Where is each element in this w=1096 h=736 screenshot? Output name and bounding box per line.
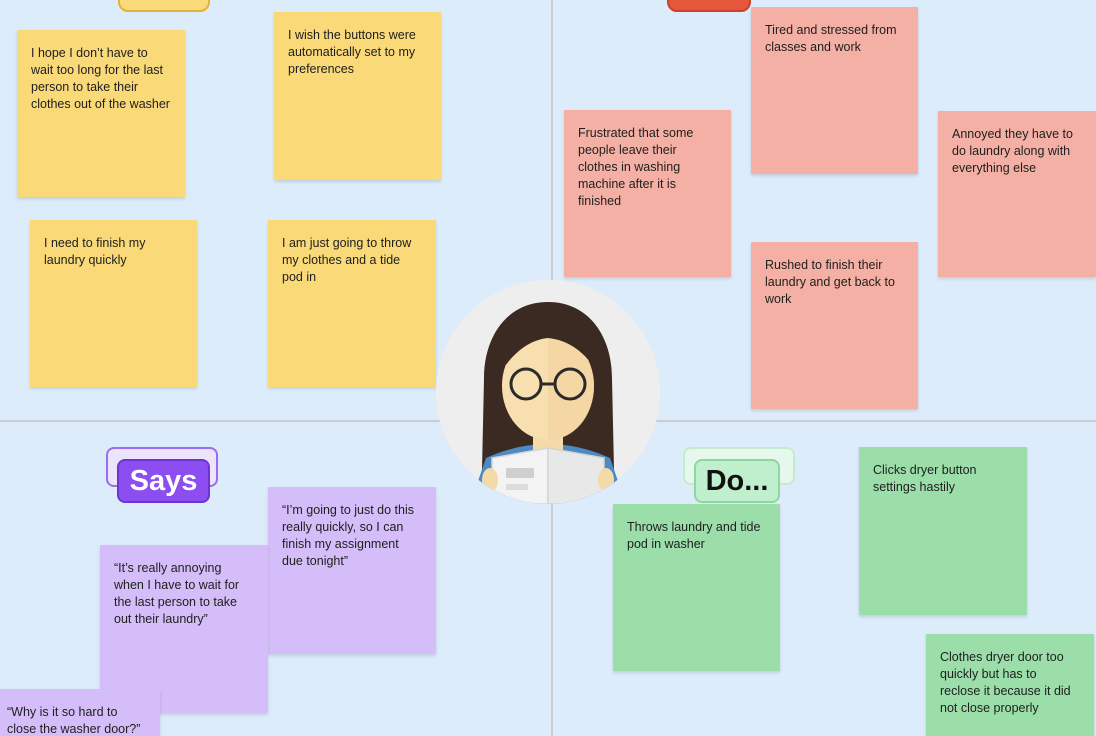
student-reading-avatar-icon [436, 280, 660, 504]
sticky-note-thinks[interactable]: I wish the buttons were automatically se… [274, 12, 441, 180]
thinks-label-tab[interactable] [118, 0, 210, 12]
sticky-note-does[interactable]: Clothes dryer door too quickly but has t… [926, 634, 1094, 736]
sticky-note-feels[interactable]: Rushed to finish their laundry and get b… [751, 242, 918, 409]
sticky-note-feels[interactable]: Frustrated that some people leave their … [564, 110, 731, 277]
sticky-note-says[interactable]: “I’m going to just do this really quickl… [268, 487, 436, 654]
says-label[interactable]: Says [117, 459, 210, 503]
sticky-note-feels[interactable]: Tired and stressed from classes and work [751, 7, 918, 174]
sticky-note-does[interactable]: Throws laundry and tide pod in washer [613, 504, 780, 671]
sticky-note-thinks[interactable]: I need to finish my laundry quickly [30, 220, 197, 387]
sticky-note-says[interactable]: “Why is it so hard to close the washer d… [0, 689, 160, 736]
sticky-note-does[interactable]: Clicks dryer button settings hastily [859, 447, 1027, 615]
feels-label-tab[interactable] [667, 0, 751, 12]
sticky-note-thinks[interactable]: I hope I don’t have to wait too long for… [17, 30, 185, 197]
sticky-note-feels[interactable]: Annoyed they have to do laundry along wi… [938, 111, 1096, 277]
sticky-note-says[interactable]: “It’s really annoying when I have to wai… [100, 545, 268, 713]
does-label[interactable]: Do... [694, 459, 780, 503]
sticky-note-thinks[interactable]: I am just going to throw my clothes and … [268, 220, 436, 387]
